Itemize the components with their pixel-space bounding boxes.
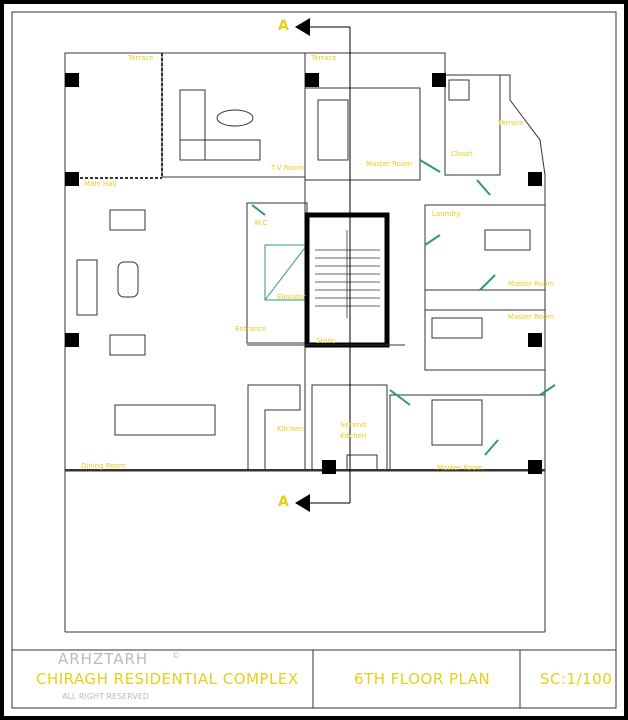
room-label-master-room: Master Room — [508, 313, 555, 321]
room-label-stairs: Stairs — [316, 337, 336, 345]
section-line-a — [295, 18, 351, 512]
room-label-closet: Closet — [451, 150, 473, 158]
room-label-dining-room: Dining Room — [81, 462, 126, 470]
room-label-wc: W.C — [254, 219, 268, 227]
room-label-laundry: Laundry — [432, 210, 461, 218]
room-label-main-hall: Main Hall — [84, 180, 117, 188]
left-wing-wall — [64, 52, 306, 472]
room-label-master-room: Master Room — [508, 280, 555, 288]
drawing-sheet — [4, 4, 624, 716]
room-label-entrance: Entrance — [235, 325, 267, 333]
project-title: CHIRAGH RESIDENTIAL COMPLEX — [36, 670, 299, 688]
structural-columns — [65, 73, 542, 474]
room-label-terrace: Terrace — [311, 54, 337, 62]
doors — [251, 159, 556, 456]
section-mark-bottom: A — [278, 494, 289, 510]
watermark-symbol: © — [172, 651, 180, 660]
room-label-tv-room: T.V Room — [271, 164, 304, 172]
room-label-elevator: Elevator — [277, 293, 307, 301]
room-label-master-room: Master Room — [437, 464, 484, 472]
room-label-kitchen: Kitchen — [277, 425, 304, 433]
room-label-terrace: Terrace — [128, 54, 154, 62]
sheet-border — [11, 11, 617, 709]
watermark-rights: ALL RIGHT RESERVED — [62, 692, 150, 701]
section-mark-top: A — [278, 18, 289, 34]
scale-label: SC:1/100 — [540, 670, 613, 688]
watermark-brand: ARHZTARH — [58, 650, 149, 668]
room-label-second-kitchen: Second Kitchen — [340, 421, 367, 440]
room-label-master-room: Master Room — [366, 160, 413, 168]
sheet-title: 6TH FLOOR PLAN — [354, 670, 491, 688]
room-label-terrace: Terrace — [498, 119, 524, 127]
